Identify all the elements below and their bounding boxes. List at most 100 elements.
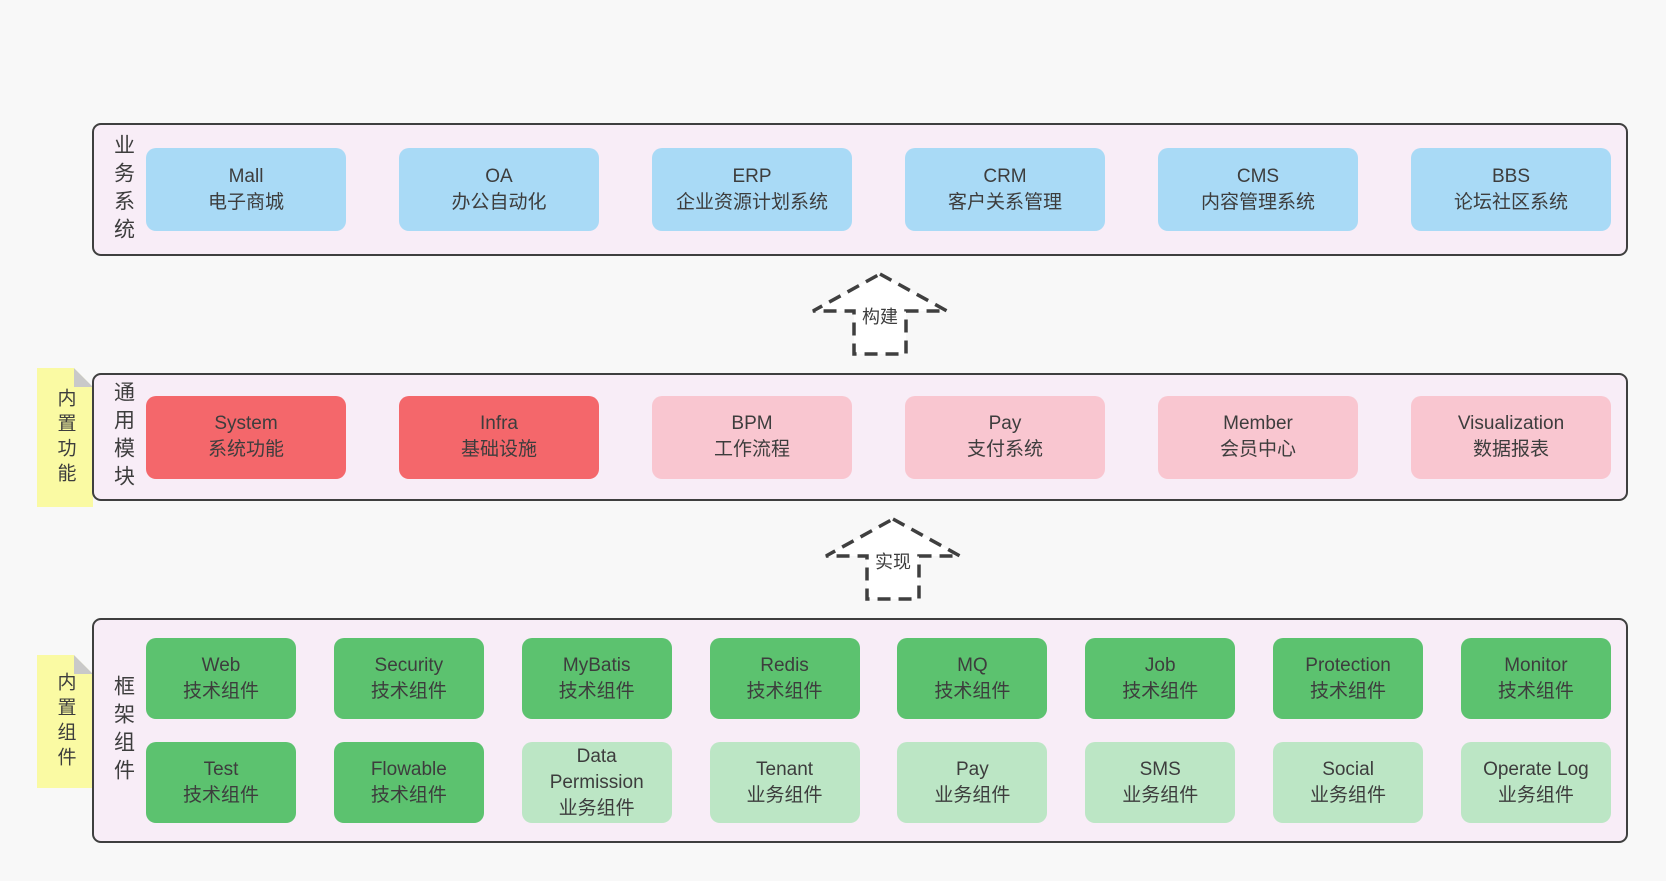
box-bbs: BBS 论坛社区系统 <box>1411 148 1611 231</box>
business-boxes-row: Mall 电子商城 OA 办公自动化 ERP 企业资源计划系统 CRM 客户关系… <box>146 148 1611 231</box>
folded-corner-icon <box>74 655 93 674</box>
arrow-build: 构建 <box>810 272 950 356</box>
box-subtitle: 办公自动化 <box>451 191 547 213</box>
box-infra: Infra 基础设施 <box>399 395 599 479</box>
box-data-permission: Data Permission 业务组件 <box>521 742 672 823</box>
panel-business-systems: 业务系统 Mall 电子商城 OA 办公自动化 ERP 企业资源计划系统 CRM… <box>92 123 1628 256</box>
box-subtitle: 技术组件 <box>1497 680 1574 702</box>
box-tenant: Tenant 业务组件 <box>709 742 860 823</box>
modules-boxes-row: System 系统功能 Infra 基础设施 BPM 工作流程 Pay 支付系统… <box>146 395 1611 479</box>
box-subtitle: 基础设施 <box>460 439 537 460</box>
box-sms: SMS 业务组件 <box>1085 742 1236 823</box>
box-mq: MQ 技术组件 <box>897 638 1048 719</box>
box-title: MyBatis <box>562 654 631 676</box>
components-boxes-row-2: Test 技术组件 Flowable 技术组件 Data Permission … <box>146 742 1611 823</box>
box-redis: Redis 技术组件 <box>709 638 860 719</box>
box-oa: OA 办公自动化 <box>399 148 599 231</box>
box-subtitle: 技术组件 <box>370 680 447 702</box>
business-boxes-area: Mall 电子商城 OA 办公自动化 ERP 企业资源计划系统 CRM 客户关系… <box>146 148 1611 231</box>
panel-framework-components: 框架组件 Web 技术组件 Security 技术组件 MyBatis 技术组件… <box>92 618 1628 843</box>
box-title: Redis <box>760 654 809 676</box>
box-mall: Mall 电子商城 <box>146 148 346 231</box>
box-subtitle: 工作流程 <box>713 439 790 460</box>
box-mybatis: MyBatis 技术组件 <box>521 638 672 719</box>
box-member: Member 会员中心 <box>1158 395 1358 479</box>
box-subtitle: 业务组件 <box>1122 784 1199 806</box>
box-subtitle: 业务组件 <box>1310 784 1387 806</box>
box-title: Visualization <box>1457 413 1565 434</box>
box-title: MQ <box>957 654 988 676</box>
box-subtitle: 电子商城 <box>207 191 284 213</box>
folded-corner-icon <box>74 368 93 387</box>
box-title: Tenant <box>756 758 814 780</box>
box-pay: Pay 支付系统 <box>905 395 1105 479</box>
box-title: BPM <box>731 413 773 434</box>
arrow-implement-label: 实现 <box>871 546 915 576</box>
box-title: Security <box>374 654 444 676</box>
box-subtitle: 业务组件 <box>746 784 823 806</box>
box-title: Pay <box>956 758 989 780</box>
box-title: Job <box>1144 654 1176 676</box>
box-subtitle: 业务组件 <box>934 784 1011 806</box>
box-subtitle: 支付系统 <box>966 439 1043 460</box>
box-social: Social 业务组件 <box>1273 742 1424 823</box>
box-title: OA <box>485 165 513 187</box>
box-web: Web 技术组件 <box>146 638 296 719</box>
box-title: Test <box>203 758 239 780</box>
box-subtitle: 业务组件 <box>1497 784 1574 806</box>
box-title: ERP <box>732 165 772 187</box>
sticky-tab-built-in-features: 内置功能 <box>37 368 93 507</box>
box-subtitle: 内容管理系统 <box>1200 191 1315 213</box>
box-cms: CMS 内容管理系统 <box>1158 148 1358 231</box>
box-subtitle: 技术组件 <box>558 680 635 702</box>
panel-label-common-modules: 通用模块 <box>111 381 135 493</box>
box-title: Operate Log <box>1483 758 1589 780</box>
arrow-build-label: 构建 <box>858 301 902 331</box>
box-pay-business: Pay 业务组件 <box>897 742 1048 823</box>
components-boxes-row-1: Web 技术组件 Security 技术组件 MyBatis 技术组件 Redi… <box>146 638 1611 719</box>
box-subtitle: 系统功能 <box>207 439 284 460</box>
arrow-implement: 实现 <box>823 517 963 601</box>
box-title: Infra <box>479 413 519 434</box>
box-title: SMS <box>1139 758 1181 780</box>
box-subtitle: 技术组件 <box>182 680 259 702</box>
box-title: Social <box>1322 758 1374 780</box>
box-test: Test 技术组件 <box>146 742 296 823</box>
box-subtitle: 数据报表 <box>1472 439 1549 460</box>
box-flowable: Flowable 技术组件 <box>333 742 484 823</box>
box-title: CMS <box>1236 165 1280 187</box>
box-visualization: Visualization 数据报表 <box>1411 395 1611 479</box>
box-subtitle: 技术组件 <box>182 784 259 806</box>
box-subtitle: 客户关系管理 <box>947 191 1062 213</box>
box-subtitle: 企业资源计划系统 <box>675 191 828 213</box>
box-title: Web <box>201 654 241 676</box>
sticky-tab-label: 内置功能 <box>54 387 76 488</box>
box-job: Job 技术组件 <box>1085 638 1236 719</box>
box-subtitle: 技术组件 <box>1122 680 1199 702</box>
box-subtitle: 业务组件 <box>558 797 635 819</box>
components-boxes-area: Web 技术组件 Security 技术组件 MyBatis 技术组件 Redi… <box>146 638 1611 823</box>
box-protection: Protection 技术组件 <box>1273 638 1424 719</box>
box-title: Mall <box>228 165 264 187</box>
box-erp: ERP 企业资源计划系统 <box>652 148 852 231</box>
box-title: System <box>214 413 278 434</box>
panel-label-business-systems: 业务系统 <box>111 133 135 246</box>
box-title: Protection <box>1305 654 1391 676</box>
box-title: Pay <box>988 413 1022 434</box>
box-title: Data Permission <box>549 745 644 793</box>
box-system: System 系统功能 <box>146 395 346 479</box>
sticky-tab-built-in-components: 内置组件 <box>37 655 93 788</box>
box-crm: CRM 客户关系管理 <box>905 148 1105 231</box>
box-subtitle: 论坛社区系统 <box>1453 191 1568 213</box>
box-subtitle: 技术组件 <box>370 784 447 806</box>
box-title: Flowable <box>370 758 447 780</box>
box-operate-log: Operate Log 业务组件 <box>1460 742 1611 823</box>
box-subtitle: 技术组件 <box>746 680 823 702</box>
box-title: Member <box>1223 413 1293 434</box>
panel-label-framework-components: 框架组件 <box>111 674 135 787</box>
box-title: Monitor <box>1504 654 1568 676</box>
box-title: CRM <box>983 165 1027 187</box>
box-monitor: Monitor 技术组件 <box>1460 638 1611 719</box>
modules-boxes-area: System 系统功能 Infra 基础设施 BPM 工作流程 Pay 支付系统… <box>146 395 1611 479</box>
